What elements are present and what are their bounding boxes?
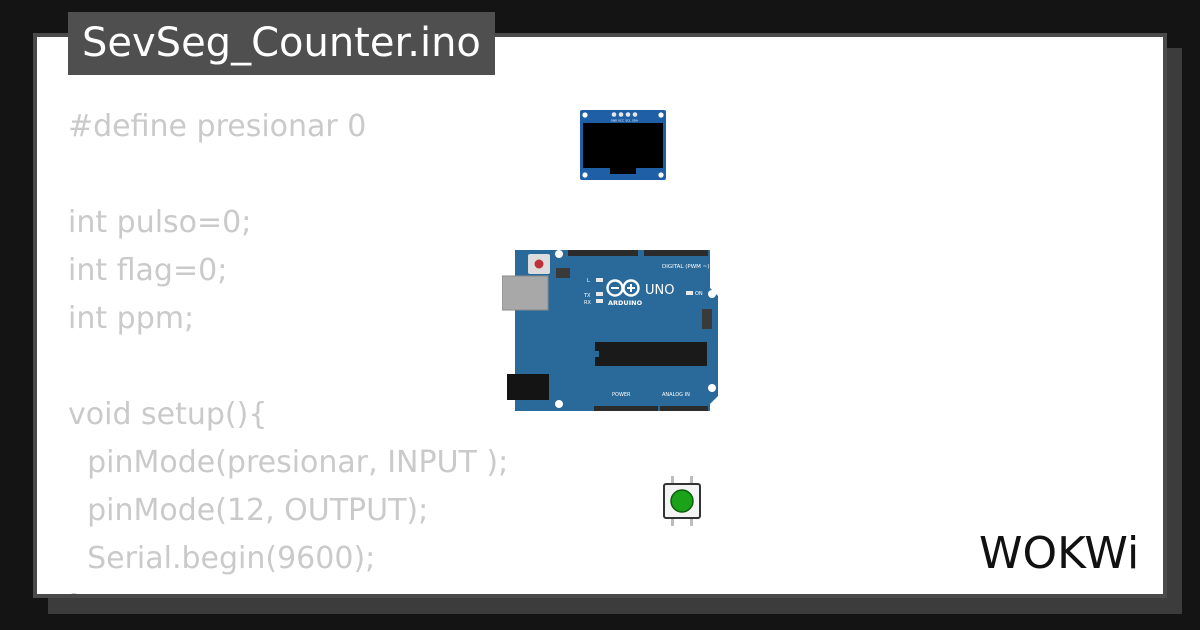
oled-pin[interactable]: [632, 112, 638, 117]
code-line: }: [68, 583, 508, 594]
button-lead: [671, 517, 674, 526]
digital-header-right[interactable]: [644, 250, 708, 256]
uno-logo-text: UNO: [645, 283, 674, 298]
code-line: int ppm;: [68, 301, 195, 336]
preview-card: #define presionar 0 int pulso=0; int flag=…: [33, 33, 1167, 598]
uno-mount-hole: [555, 400, 563, 408]
button-cap[interactable]: [670, 489, 694, 513]
uno-mount-hole: [555, 250, 563, 258]
oled-pin[interactable]: [625, 112, 631, 117]
code-line: Serial.begin(9600);: [68, 541, 376, 576]
oled-mount-hole: [582, 112, 588, 118]
digital-header-left[interactable]: [568, 250, 638, 256]
code-snippet: #define presionar 0 int pulso=0; int flag=…: [68, 103, 508, 594]
button-lead: [671, 476, 674, 485]
led-rx: [596, 299, 603, 303]
power-pins-label: POWER: [612, 392, 631, 398]
oled-pin[interactable]: [611, 112, 617, 117]
oled-pin-label: VCC: [618, 119, 624, 123]
pushbutton[interactable]: [662, 476, 702, 526]
code-line: [68, 151, 508, 199]
arduino-infinity-logo-icon: [606, 279, 640, 297]
power-jack: [507, 374, 549, 400]
project-file-title: SevSeg_Counter.ino: [68, 12, 495, 75]
button-lead: [690, 517, 693, 526]
oled-pin-label: SDA: [632, 119, 638, 123]
oled-pin-label: SCL: [625, 119, 631, 123]
led-rx-label: RX: [584, 300, 591, 306]
oled-mount-hole: [582, 172, 588, 178]
code-line: pinMode(12, OUTPUT);: [68, 493, 429, 528]
led-on-label: ON: [695, 291, 703, 297]
led-l: [596, 278, 603, 282]
code-line: [68, 343, 508, 391]
icsp-header: [556, 268, 570, 278]
preview-canvas: #define presionar 0 int pulso=0; int flag=…: [37, 37, 1163, 594]
usb-connector: [502, 275, 549, 311]
chip-notch: [595, 351, 599, 357]
code-line: void setup(){: [68, 397, 268, 432]
code-line: int pulso=0;: [68, 205, 252, 240]
arduino-brand-text: ARDUINO: [608, 299, 643, 307]
led-tx: [596, 292, 603, 296]
code-line: #define presionar 0: [68, 109, 367, 144]
code-line: pinMode(presionar, INPUT );: [68, 445, 509, 480]
led-tx-label: TX: [583, 293, 591, 299]
digital-pins-label: DIGITAL (PWM ~): [662, 264, 709, 270]
arduino-uno-board[interactable]: DIGITAL (PWM ~) L TX RX UNO ARDUINO ON P…: [502, 246, 718, 411]
wokwi-logo: WOKWi: [979, 528, 1139, 578]
oled-ribbon: [610, 168, 636, 174]
icsp-header-right: [702, 309, 712, 329]
uno-mount-hole: [708, 384, 716, 392]
power-header[interactable]: [594, 406, 658, 411]
button-lead: [690, 476, 693, 485]
uno-mount-hole: [708, 290, 716, 298]
oled-mount-hole: [658, 172, 664, 178]
oled-pin[interactable]: [618, 112, 624, 117]
oled-mount-hole: [658, 112, 664, 118]
wokwi-logo-text: WOKWi: [979, 528, 1139, 578]
oled-display[interactable]: GND VCC SCL SDA: [580, 110, 666, 180]
code-line: int flag=0;: [68, 253, 228, 288]
atmega-chip: [595, 342, 707, 366]
oled-pin-label: GND: [611, 119, 617, 123]
led-on: [686, 291, 693, 295]
led-l-label: L: [587, 278, 590, 284]
uno-pcb: [515, 250, 718, 411]
analog-pins-label: ANALOG IN: [662, 392, 690, 398]
analog-header[interactable]: [660, 406, 708, 411]
reset-button-cap[interactable]: [534, 259, 544, 269]
oled-screen: [583, 123, 663, 168]
